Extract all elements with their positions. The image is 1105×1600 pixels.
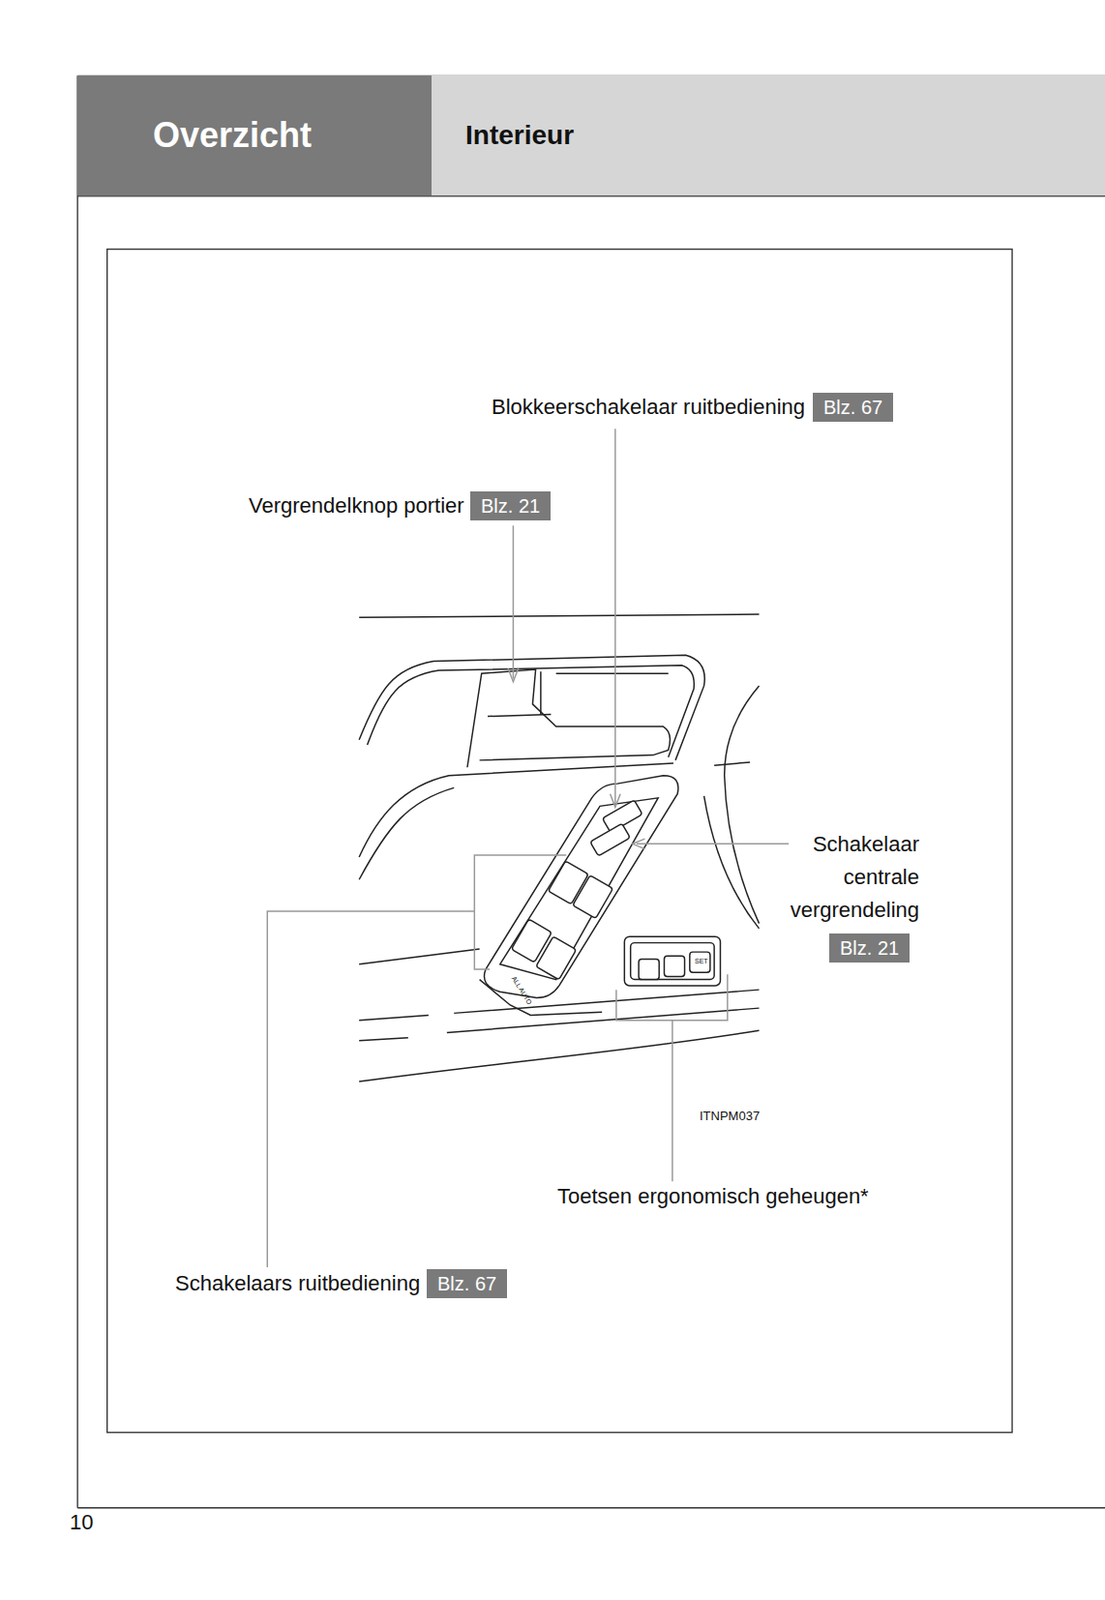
page-ref-badge: Blz. 67	[426, 1269, 508, 1299]
memory-buttons	[624, 936, 720, 986]
page-ref: Blz. 67	[437, 1273, 497, 1295]
callout-label: Blokkeerschakelaar ruitbediening	[491, 394, 806, 420]
page-frame	[77, 75, 1105, 1508]
header-band: Overzicht	[77, 75, 432, 196]
page-ref: Blz. 21	[839, 937, 899, 959]
switch-panel	[483, 776, 678, 999]
page-ref: Blz. 21	[480, 495, 540, 517]
callout-label: Vergrendelknop portier	[248, 493, 465, 519]
page-ref-badge: Blz. 21	[470, 491, 551, 521]
header-band: Interieur	[431, 75, 1105, 196]
page-ref-badge: Blz. 21	[829, 933, 910, 963]
callout-label: Toetsen ergonomisch geheugen*	[557, 1184, 869, 1210]
button-text: SET	[694, 957, 709, 966]
header-text: Overzicht	[152, 114, 312, 156]
header-text: Interieur	[465, 119, 574, 152]
page-number: 10	[69, 1510, 93, 1536]
callout-label: Schakelaar centrale vergrendeling	[758, 828, 920, 927]
leader-lines	[267, 428, 789, 1268]
page-ref-badge: Blz. 67	[812, 392, 894, 422]
callout-label: Schakelaars ruitbediening	[175, 1271, 420, 1297]
door-panel	[358, 614, 759, 1082]
figure-code: ITNPM037	[699, 1108, 760, 1125]
page-ref: Blz. 67	[823, 396, 883, 419]
